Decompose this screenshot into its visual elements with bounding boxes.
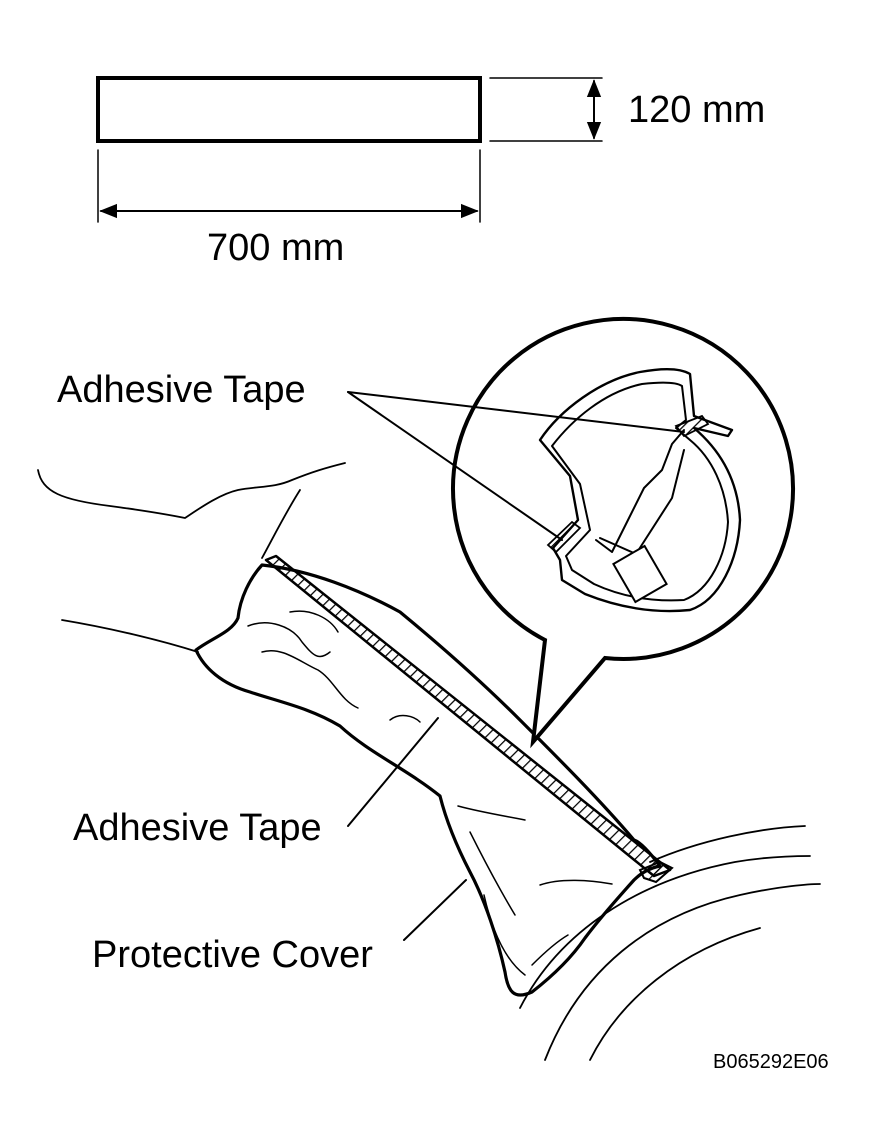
leader-lines: [347, 391, 685, 941]
wheel-arch-outer: [649, 825, 806, 863]
protective-cover: [194, 563, 662, 997]
adhesive-tape-label-bottom: Adhesive Tape: [73, 807, 322, 849]
tape-strip-rectangle: [96, 76, 482, 143]
width-dimension-label: 700 mm: [207, 227, 344, 269]
vehicle-body-outline: [37, 462, 821, 1061]
door-cross-section: [538, 368, 742, 613]
tape-dimension-drawing: 120 mm 700 mm: [96, 76, 765, 269]
figure-code: B065292E06: [713, 1051, 829, 1073]
height-dimension-label: 120 mm: [628, 89, 765, 131]
inner-seal-block: [612, 544, 668, 604]
adhesive-tape-end: [638, 860, 674, 884]
adhesive-tape-label-top: Adhesive Tape: [57, 369, 306, 411]
protective-cover-label: Protective Cover: [92, 934, 373, 976]
detail-magnifier-bubble: [451, 316, 795, 749]
